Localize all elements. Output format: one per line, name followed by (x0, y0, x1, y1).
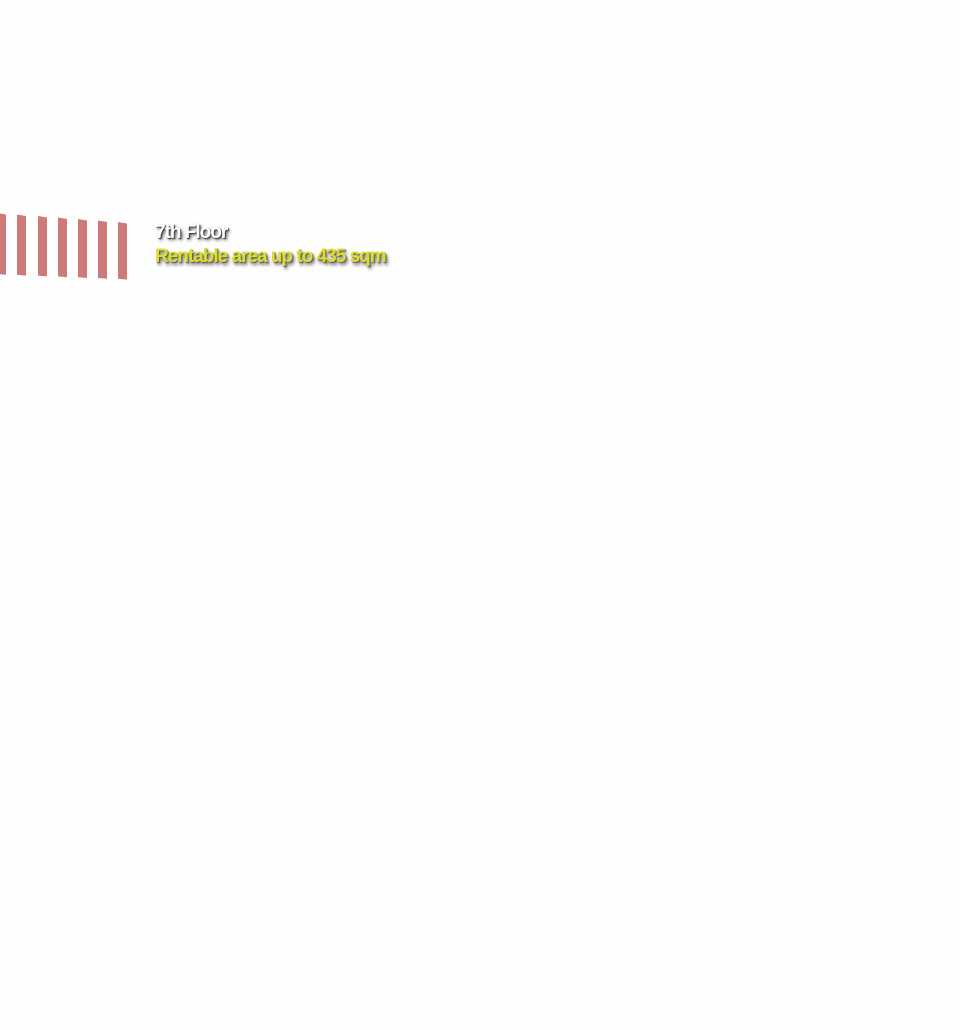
stripe-bar (98, 220, 107, 279)
stripe-bar (0, 213, 6, 275)
striped-bars-graphic (0, 213, 127, 280)
floor-title: 7th Floor (155, 222, 228, 243)
stripe-bar (78, 219, 87, 278)
stripe-bar (38, 216, 47, 277)
stripe-bar (58, 217, 67, 278)
stripe-bar (17, 214, 26, 276)
rentable-area-text: Rentable area up to 435 sqm (155, 246, 387, 267)
stripe-bar (118, 222, 127, 280)
